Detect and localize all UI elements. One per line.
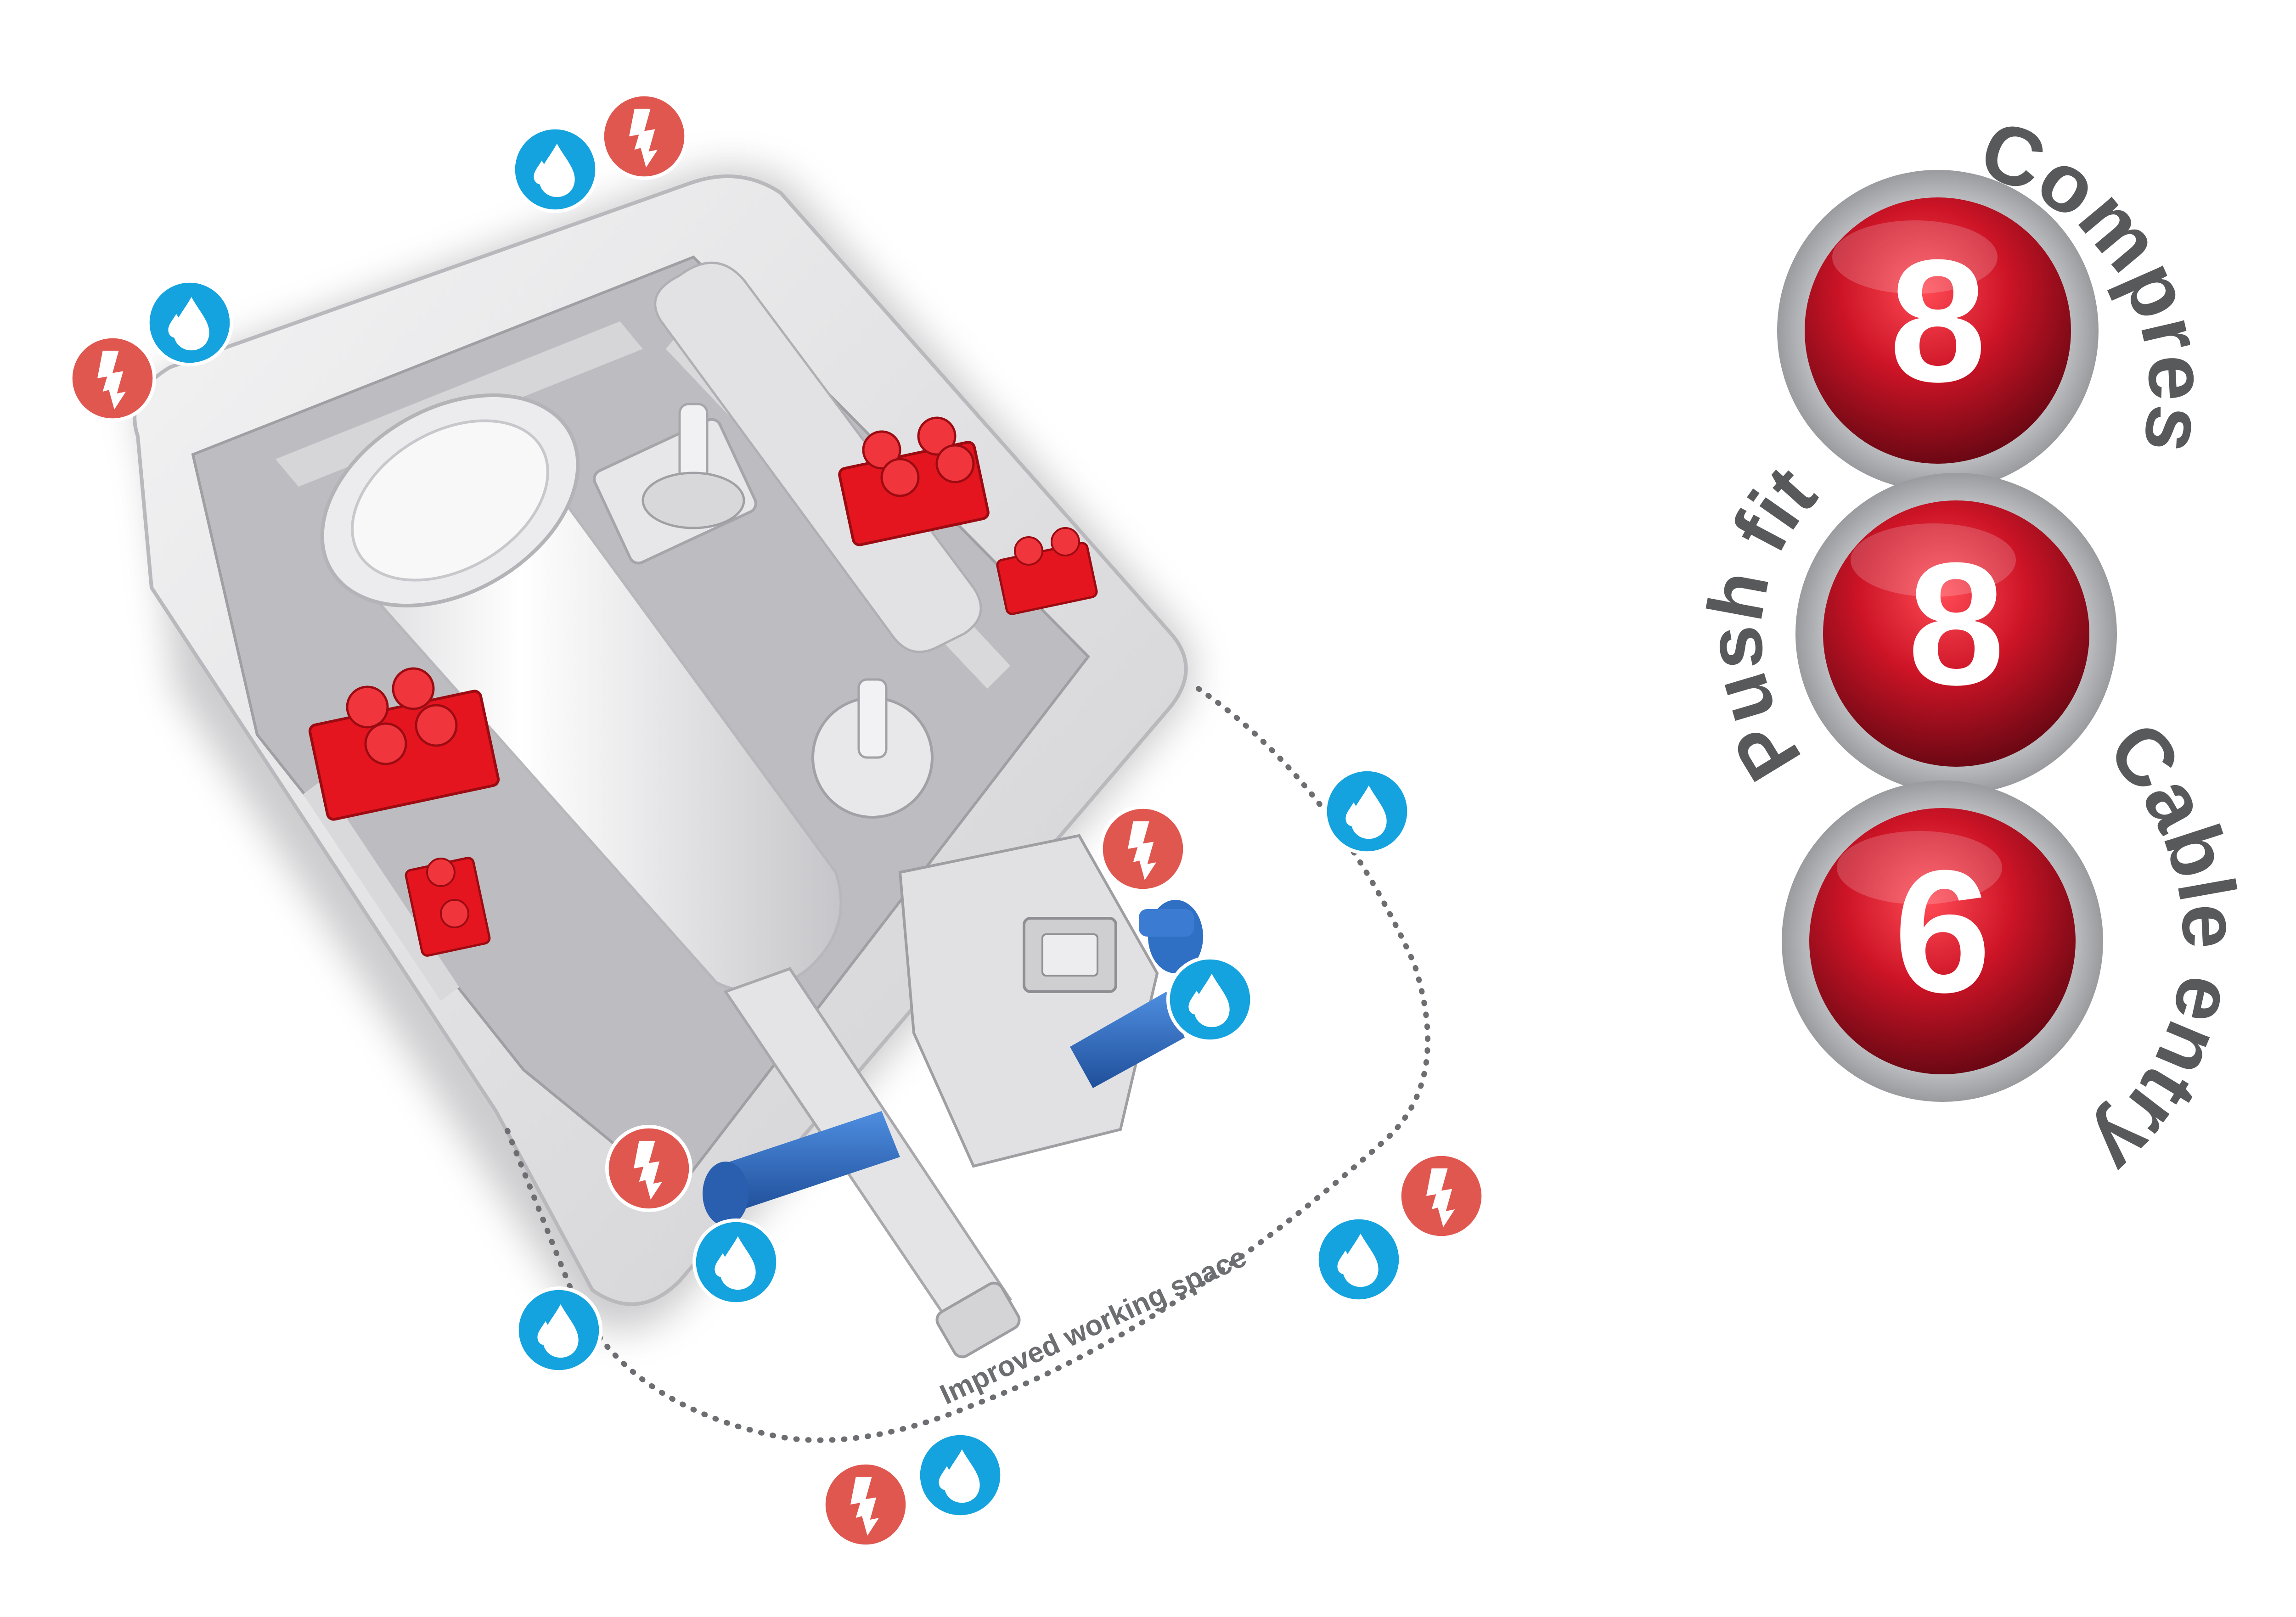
badge-push-fit: 8 — [1795, 473, 2117, 794]
terminal-block-right — [996, 527, 1098, 615]
terminal-block-top — [838, 416, 990, 546]
water-drop-icon — [1168, 958, 1252, 1041]
badge-cable-entry: 6 — [1782, 780, 2103, 1102]
water-drop-icon — [148, 281, 231, 365]
lightning-bolt-icon — [71, 337, 154, 420]
lightning-bolt-icon — [602, 95, 686, 178]
flow-valve — [811, 678, 934, 819]
pressure-switch — [898, 834, 1159, 1168]
shower-unit — [133, 167, 1203, 1359]
lightning-bolt-icon — [1400, 1154, 1483, 1238]
terminal-block-left — [308, 667, 500, 821]
water-drop-icon — [918, 1433, 1002, 1517]
cable-entry-count: 6 — [1894, 834, 1991, 1029]
compression-count: 8 — [1889, 223, 1986, 418]
water-pipes — [703, 900, 1203, 1226]
water-drop-icon — [694, 1220, 778, 1304]
water-drop-icon — [1325, 769, 1409, 853]
cable-entry-label: Cable entry — [2076, 706, 2256, 1192]
water-drop-icon — [513, 128, 597, 211]
terminal-block-small — [405, 857, 491, 957]
lightning-bolt-icon — [607, 1127, 691, 1210]
lightning-bolt-icon — [824, 1463, 907, 1546]
water-drop-icon — [1317, 1218, 1401, 1301]
lightning-bolt-icon — [1101, 807, 1185, 891]
push-fit-count: 8 — [1908, 526, 2004, 721]
thermostat-assembly — [593, 403, 757, 565]
working-space-outline — [502, 686, 1431, 1443]
heater-cylinder — [320, 393, 843, 993]
badge-compression: 8 — [1777, 170, 2099, 491]
water-drop-icon — [517, 1288, 601, 1372]
